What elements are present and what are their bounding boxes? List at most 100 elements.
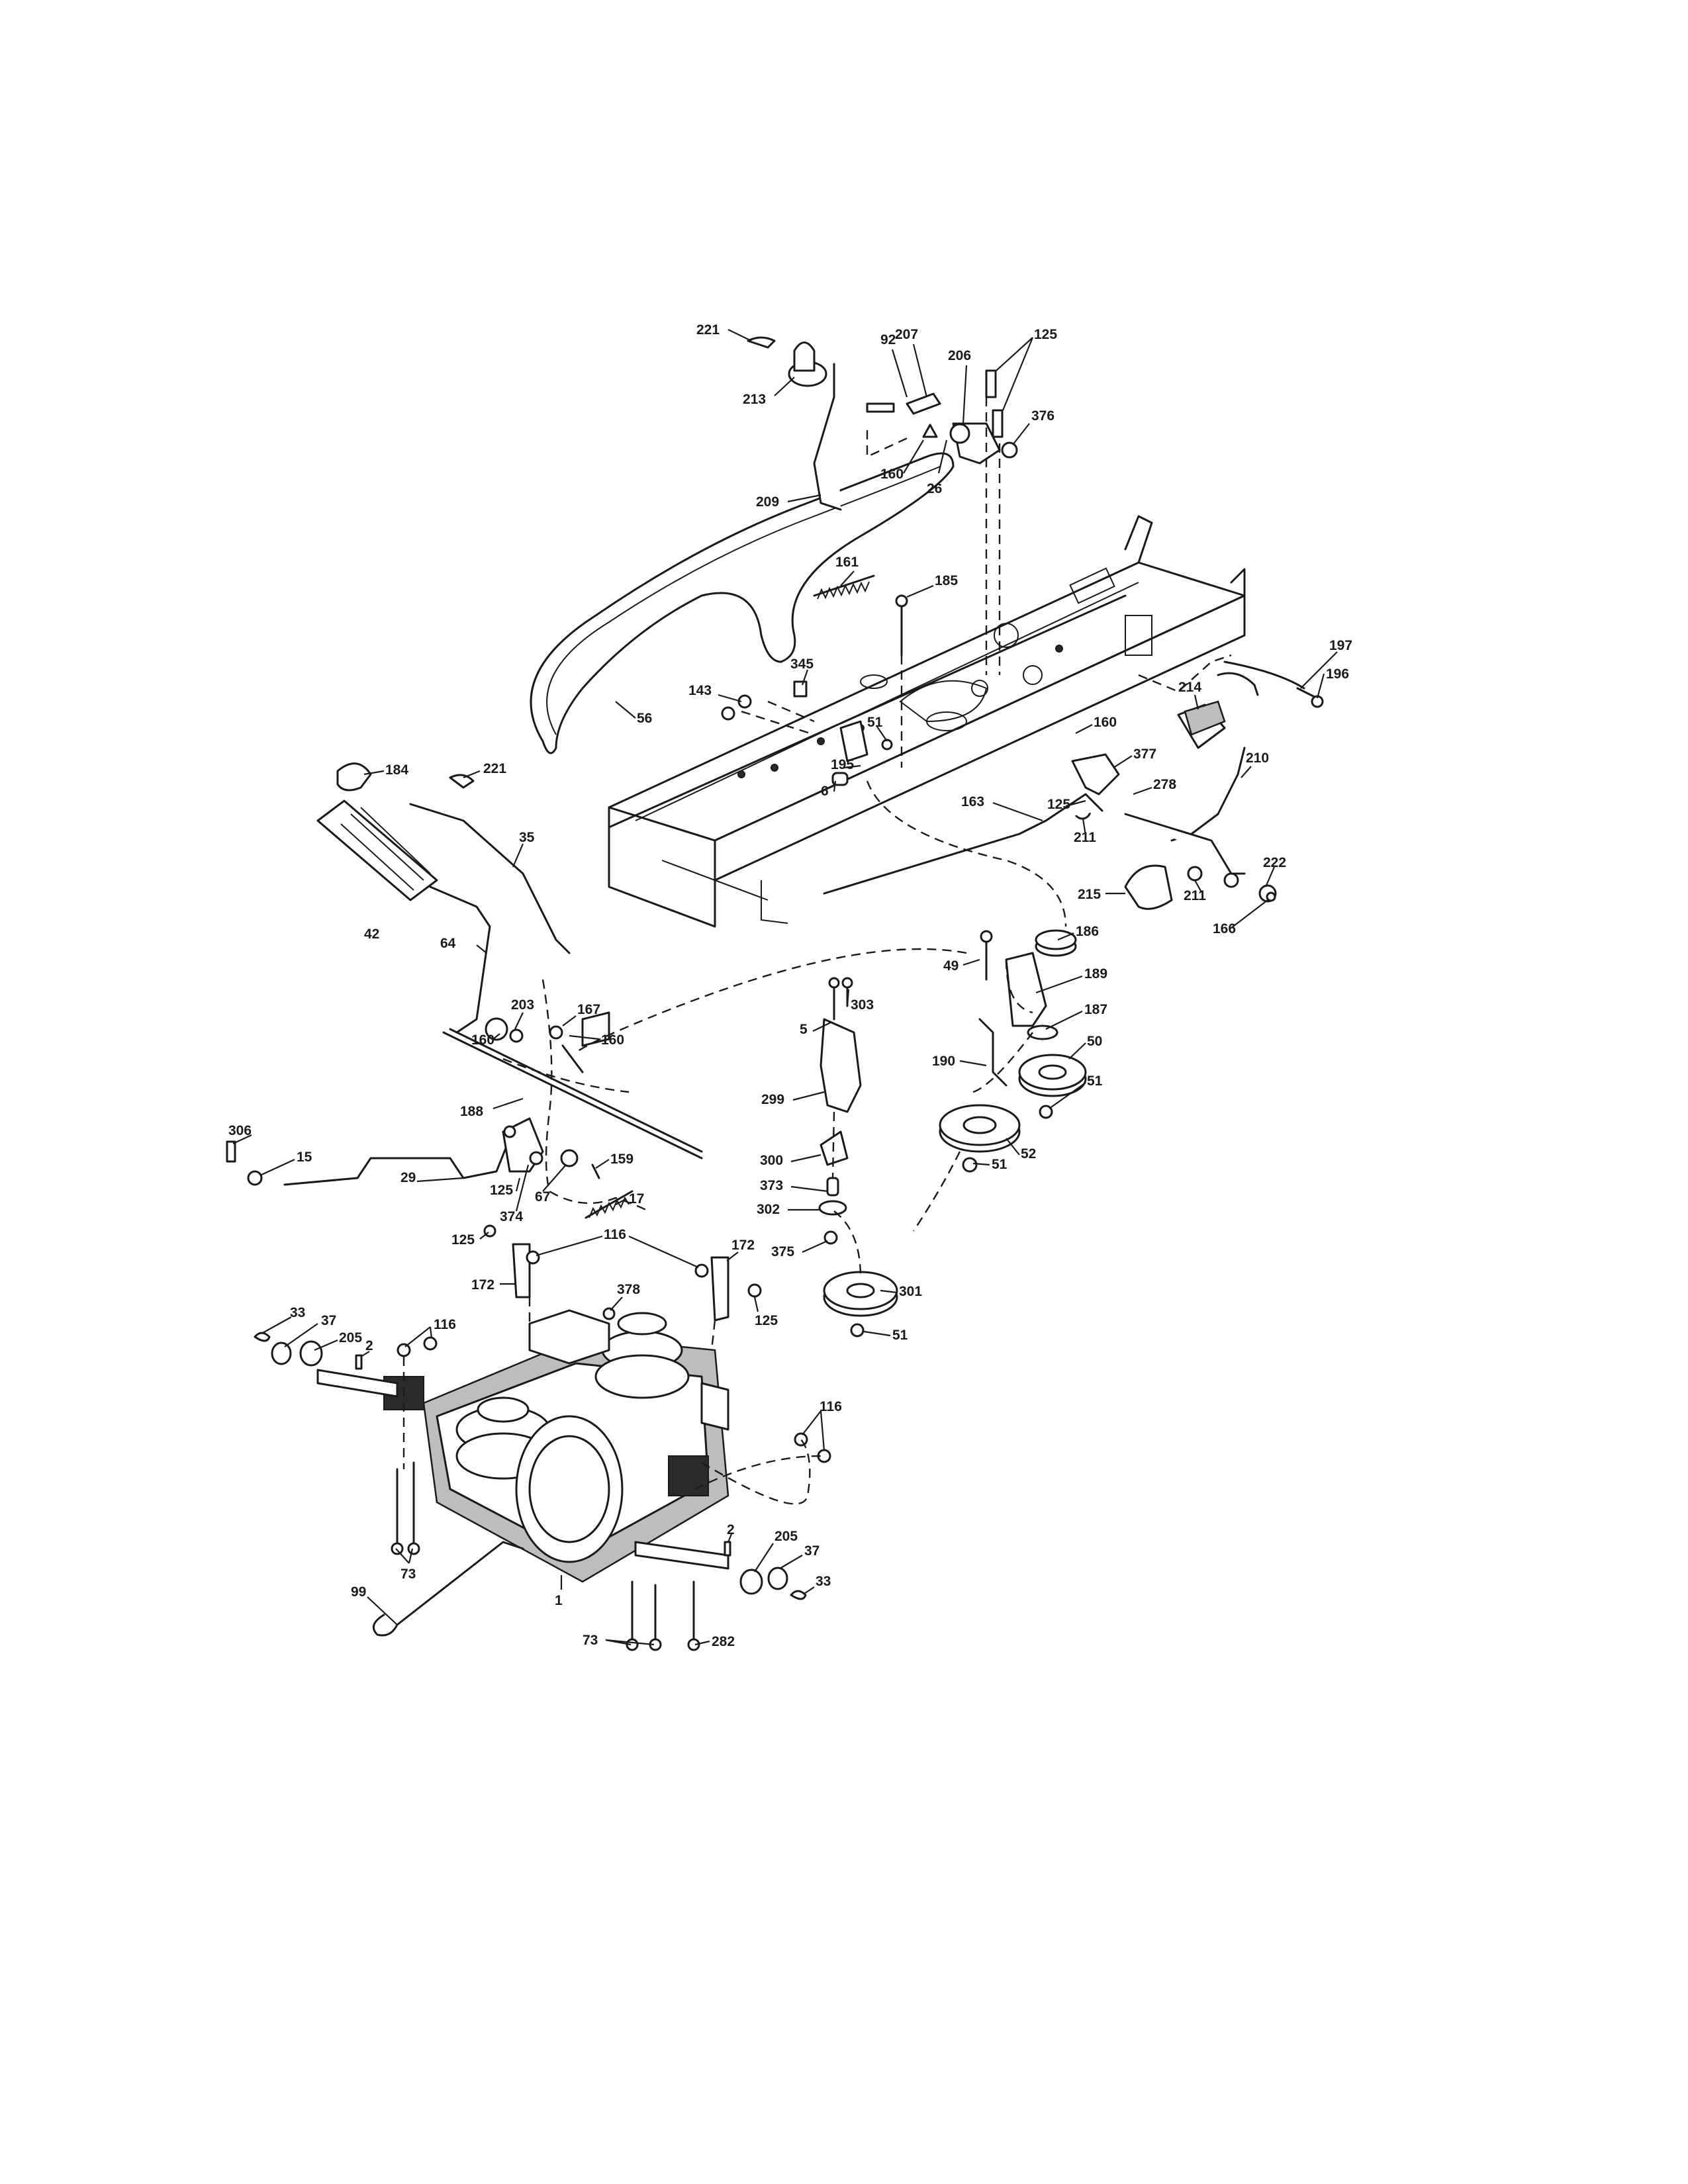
callout-label: 160 xyxy=(880,467,904,482)
idler-pulley-group xyxy=(939,929,1087,1173)
callout-label: 345 xyxy=(790,657,814,672)
callout-label: 73 xyxy=(400,1567,416,1582)
callout-label: 125 xyxy=(490,1183,513,1198)
callout-label: 205 xyxy=(339,1330,362,1345)
callout-label: 375 xyxy=(771,1244,794,1259)
callout-label: 187 xyxy=(1084,1002,1107,1017)
callout-label: 378 xyxy=(617,1282,640,1297)
callout-label: 116 xyxy=(434,1317,456,1332)
callout-label: 221 xyxy=(483,761,506,776)
callout-label: 222 xyxy=(1263,855,1286,870)
callout-label: 2 xyxy=(727,1522,735,1537)
callout-label: 215 xyxy=(1078,887,1101,902)
callout-label: 37 xyxy=(321,1313,336,1328)
callout-label: 207 xyxy=(895,327,918,342)
callout-label: 196 xyxy=(1326,666,1349,682)
callout-label: 56 xyxy=(637,711,652,726)
callout-label: 278 xyxy=(1153,777,1176,792)
callout-label: 184 xyxy=(385,762,408,778)
callout-labels: 221 213 209 92 207 206 125 376 160 26 16… xyxy=(228,322,1352,1649)
callout-label: 33 xyxy=(290,1305,305,1320)
callout-label: 99 xyxy=(351,1584,366,1600)
assembly-guide-lines xyxy=(402,397,1067,1505)
callout-label: 209 xyxy=(756,494,779,510)
callout-label: 125 xyxy=(1047,797,1070,812)
callout-label: 299 xyxy=(761,1092,784,1107)
callout-label: 190 xyxy=(932,1054,955,1069)
callout-label: 172 xyxy=(731,1238,755,1253)
callout-label: 282 xyxy=(712,1634,735,1649)
callout-label: 188 xyxy=(460,1104,483,1119)
callout-label: 51 xyxy=(992,1157,1008,1172)
callout-label: 197 xyxy=(1329,638,1352,653)
brake-pedal-assembly xyxy=(823,654,1324,910)
callout-label: 160 xyxy=(471,1032,494,1048)
mounting-brackets xyxy=(512,1243,762,1322)
callout-label: 203 xyxy=(511,997,534,1013)
callout-label: 300 xyxy=(760,1153,783,1168)
callout-label: 116 xyxy=(604,1227,626,1242)
callout-label: 376 xyxy=(1031,408,1055,424)
callout-label: 5 xyxy=(800,1022,808,1037)
callout-label: 51 xyxy=(892,1328,908,1343)
callout-label: 206 xyxy=(948,348,971,363)
shift-lever xyxy=(747,336,842,511)
callout-label: 186 xyxy=(1076,924,1099,939)
hardware-143 xyxy=(721,594,908,786)
callout-label: 67 xyxy=(535,1189,550,1205)
callout-label: 52 xyxy=(1021,1146,1036,1161)
control-rod xyxy=(226,1117,633,1238)
callout-label: 301 xyxy=(899,1284,922,1299)
callout-label: 185 xyxy=(935,573,958,588)
callout-label: 167 xyxy=(577,1002,600,1017)
callout-label: 221 xyxy=(696,322,720,338)
bypass-rod xyxy=(372,1541,524,1637)
callout-label: 2 xyxy=(365,1338,373,1353)
drive-belt xyxy=(530,452,955,754)
callout-leaders xyxy=(232,329,1338,1646)
callout-label: 163 xyxy=(961,794,984,809)
callout-label: 205 xyxy=(774,1529,798,1544)
callout-label: 213 xyxy=(743,392,766,407)
drive-pedal-assembly xyxy=(316,762,703,1160)
tension-spring xyxy=(813,574,875,600)
axle-hardware xyxy=(254,1332,831,1600)
callout-label: 172 xyxy=(471,1277,494,1293)
callout-label: 50 xyxy=(1087,1034,1102,1049)
callout-label: 73 xyxy=(583,1633,598,1648)
callout-label: 116 xyxy=(820,1399,842,1414)
callout-label: 306 xyxy=(228,1123,252,1138)
callout-label: 159 xyxy=(610,1152,633,1167)
callout-label: 302 xyxy=(757,1202,780,1217)
callout-label: 51 xyxy=(867,715,883,730)
transaxle xyxy=(316,1309,729,1583)
callout-label: 42 xyxy=(364,927,379,942)
center-pulley-stack xyxy=(818,977,898,1338)
callout-label: 211 xyxy=(1074,830,1096,845)
callout-label: 125 xyxy=(451,1232,475,1248)
callout-label: 26 xyxy=(927,481,942,496)
callout-label: 377 xyxy=(1133,747,1156,762)
callout-label: 125 xyxy=(1034,327,1057,342)
callout-label: 92 xyxy=(880,332,896,347)
chassis-frame xyxy=(608,515,1246,928)
callout-label: 143 xyxy=(688,683,712,698)
callout-label: 303 xyxy=(851,997,874,1013)
callout-label: 49 xyxy=(943,958,959,974)
callout-label: 64 xyxy=(440,936,456,951)
callout-label: 51 xyxy=(1087,1073,1103,1089)
callout-label: 160 xyxy=(1094,715,1117,730)
callout-label: 17 xyxy=(629,1191,644,1206)
callout-label: 29 xyxy=(400,1170,416,1185)
callout-label: 15 xyxy=(297,1150,312,1165)
callout-label: 210 xyxy=(1246,751,1269,766)
callout-label: 214 xyxy=(1178,680,1201,695)
callout-label: 160 xyxy=(601,1032,624,1048)
callout-label: 161 xyxy=(835,555,859,570)
callout-label: 211 xyxy=(1184,888,1206,903)
callout-label: 1 xyxy=(555,1593,563,1608)
callout-label: 6 xyxy=(821,784,829,799)
callout-label: 189 xyxy=(1084,966,1107,981)
callout-label: 374 xyxy=(500,1209,523,1224)
